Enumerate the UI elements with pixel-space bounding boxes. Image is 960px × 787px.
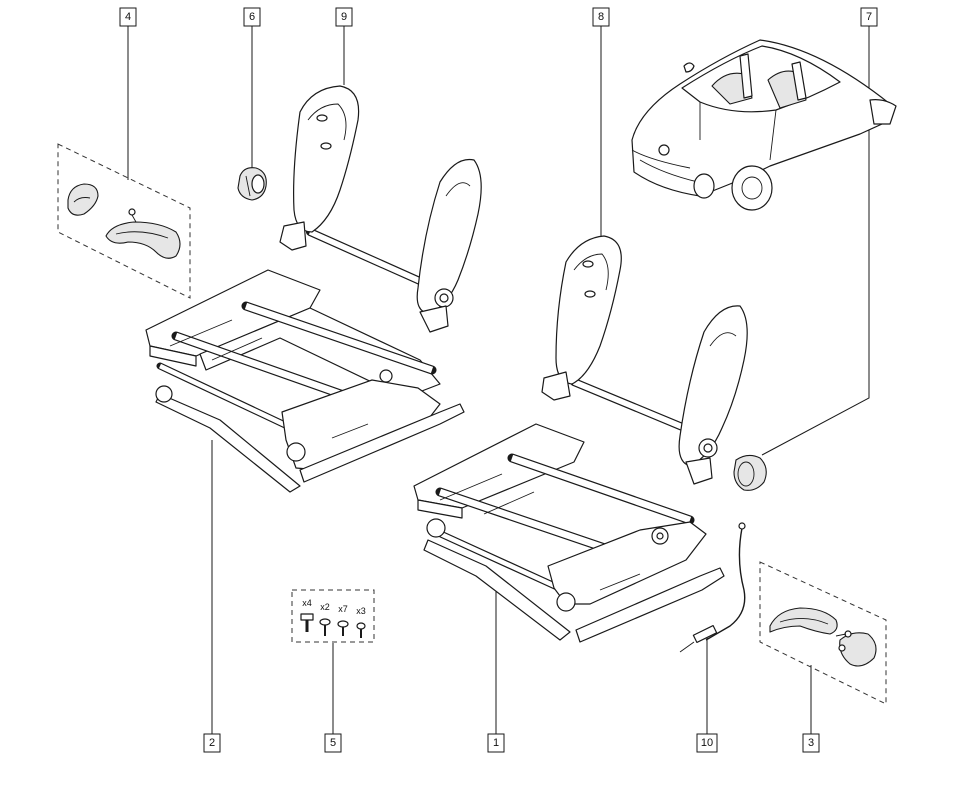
qty-label-3: x7 — [338, 604, 348, 614]
callout-9-label: 9 — [341, 11, 347, 23]
screw-icon — [356, 622, 366, 638]
screw-icon — [337, 620, 349, 636]
callout-7: 7 — [860, 7, 878, 27]
callout-6-label: 6 — [249, 11, 255, 23]
callout-1-label: 1 — [493, 737, 499, 749]
qty-label-2: x2 — [320, 602, 330, 612]
part-1-seat-frame — [413, 423, 725, 643]
qty-label-4: x3 — [356, 606, 366, 616]
callout-6: 6 — [243, 7, 261, 27]
callout-5-label: 5 — [330, 737, 336, 749]
callout-5: 5 — [324, 733, 342, 753]
callout-2-label: 2 — [209, 737, 215, 749]
callout-7-label: 7 — [866, 11, 872, 23]
callout-9: 9 — [335, 7, 353, 27]
part-10-cable — [679, 522, 746, 653]
part-8-backrest-frame — [541, 235, 748, 485]
leader-lines — [127, 26, 870, 734]
callout-8-label: 8 — [598, 11, 604, 23]
callout-4-label: 4 — [125, 11, 131, 23]
qty-label-1: x4 — [302, 598, 312, 608]
callout-8: 8 — [592, 7, 610, 27]
callout-3: 3 — [802, 733, 820, 753]
part-3-trim-covers — [759, 561, 887, 705]
bolt-icon — [300, 613, 314, 632]
part-6-knob — [237, 167, 267, 201]
part-9-backrest-frame — [279, 85, 482, 333]
part-7-knob — [733, 454, 767, 491]
callout-10: 10 — [696, 733, 718, 753]
callout-10-label: 10 — [701, 737, 713, 749]
part-4-trim-covers — [57, 143, 191, 299]
callout-3-label: 3 — [808, 737, 814, 749]
part-5-fastener-kit: x4 x2 x7 x3 — [291, 589, 375, 643]
callout-1: 1 — [487, 733, 505, 753]
vehicle-locator-illustration — [631, 39, 897, 211]
callout-4: 4 — [119, 7, 137, 27]
part-2-seat-frame — [145, 269, 465, 493]
callout-2: 2 — [203, 733, 221, 753]
screw-icon — [319, 618, 331, 636]
